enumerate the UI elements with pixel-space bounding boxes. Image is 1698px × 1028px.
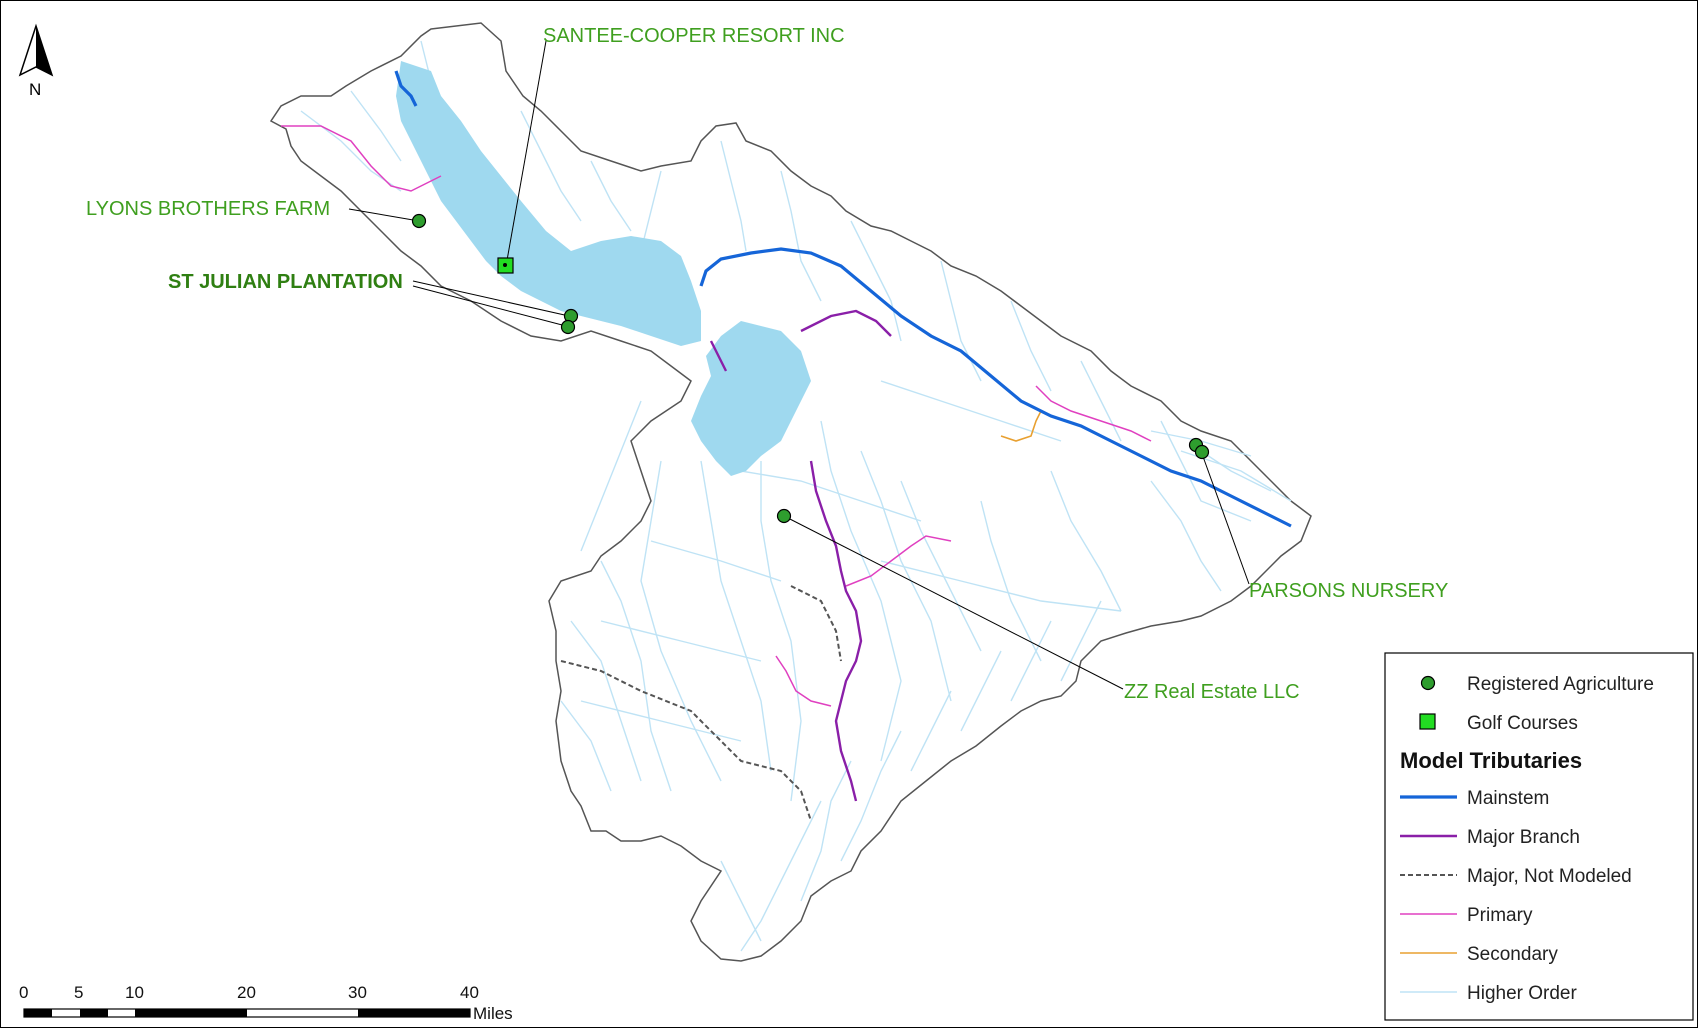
scale-tick-10: 10 [125,983,144,1002]
north-arrow-label: N [29,80,41,99]
scale-tick-30: 30 [348,983,367,1002]
agriculture-marker-lyons[interactable] [411,213,427,229]
legend-secondary: Secondary [1467,944,1558,965]
legend-title: Model Tributaries [1400,748,1582,773]
agriculture-marker-stjulian-2[interactable] [560,319,576,335]
golf-course-dot [503,263,507,267]
legend-major-branch: Major Branch [1467,827,1580,848]
secondary-stream [1000,410,1042,442]
agriculture-marker-zz[interactable] [776,508,792,524]
scale-unit: Miles [473,1004,513,1023]
scale-tick-20: 20 [237,983,256,1002]
legend-higher-order: Higher Order [1467,983,1577,1004]
agriculture-marker-parsons-2[interactable] [1194,444,1210,460]
mainstem-river [394,70,1292,528]
legend-registered-agriculture: Registered Agriculture [1467,674,1654,695]
label-parsons-nursery: PARSONS NURSERY [1249,580,1448,602]
legend-golf-courses: Golf Courses [1467,713,1578,734]
leader-lines [348,40,1250,690]
upper-lake [396,61,701,346]
label-zz-real-estate: ZZ Real Estate LLC [1124,681,1300,703]
scale-bar: 0 5 10 20 30 40 Miles [19,983,513,1023]
legend-major-not-modeled: Major, Not Modeled [1467,866,1632,887]
north-arrow: N [18,23,54,99]
legend-golf-symbol [1419,713,1436,730]
scale-tick-40: 40 [460,983,479,1002]
label-st-julian-plantation: ST JULIAN PLANTATION [168,271,403,293]
label-lyons-brothers-farm: LYONS BROTHERS FARM [86,198,330,220]
major-not-modeled-streams [560,585,842,822]
scale-tick-0: 0 [19,983,28,1002]
legend-mainstem: Mainstem [1467,788,1549,809]
legend: Registered Agriculture Golf Courses Mode… [1384,652,1694,1021]
primary-streams [281,125,1152,707]
major-branch-streams [709,309,892,802]
agriculture-markers [411,213,1210,524]
scale-tick-5: 5 [74,983,83,1002]
legend-primary: Primary [1467,905,1533,926]
legend-agriculture-symbol [1420,675,1436,691]
label-santee-cooper-resort: SANTEE-COOPER RESORT INC [543,25,845,47]
higher-order-streams [300,40,1292,952]
